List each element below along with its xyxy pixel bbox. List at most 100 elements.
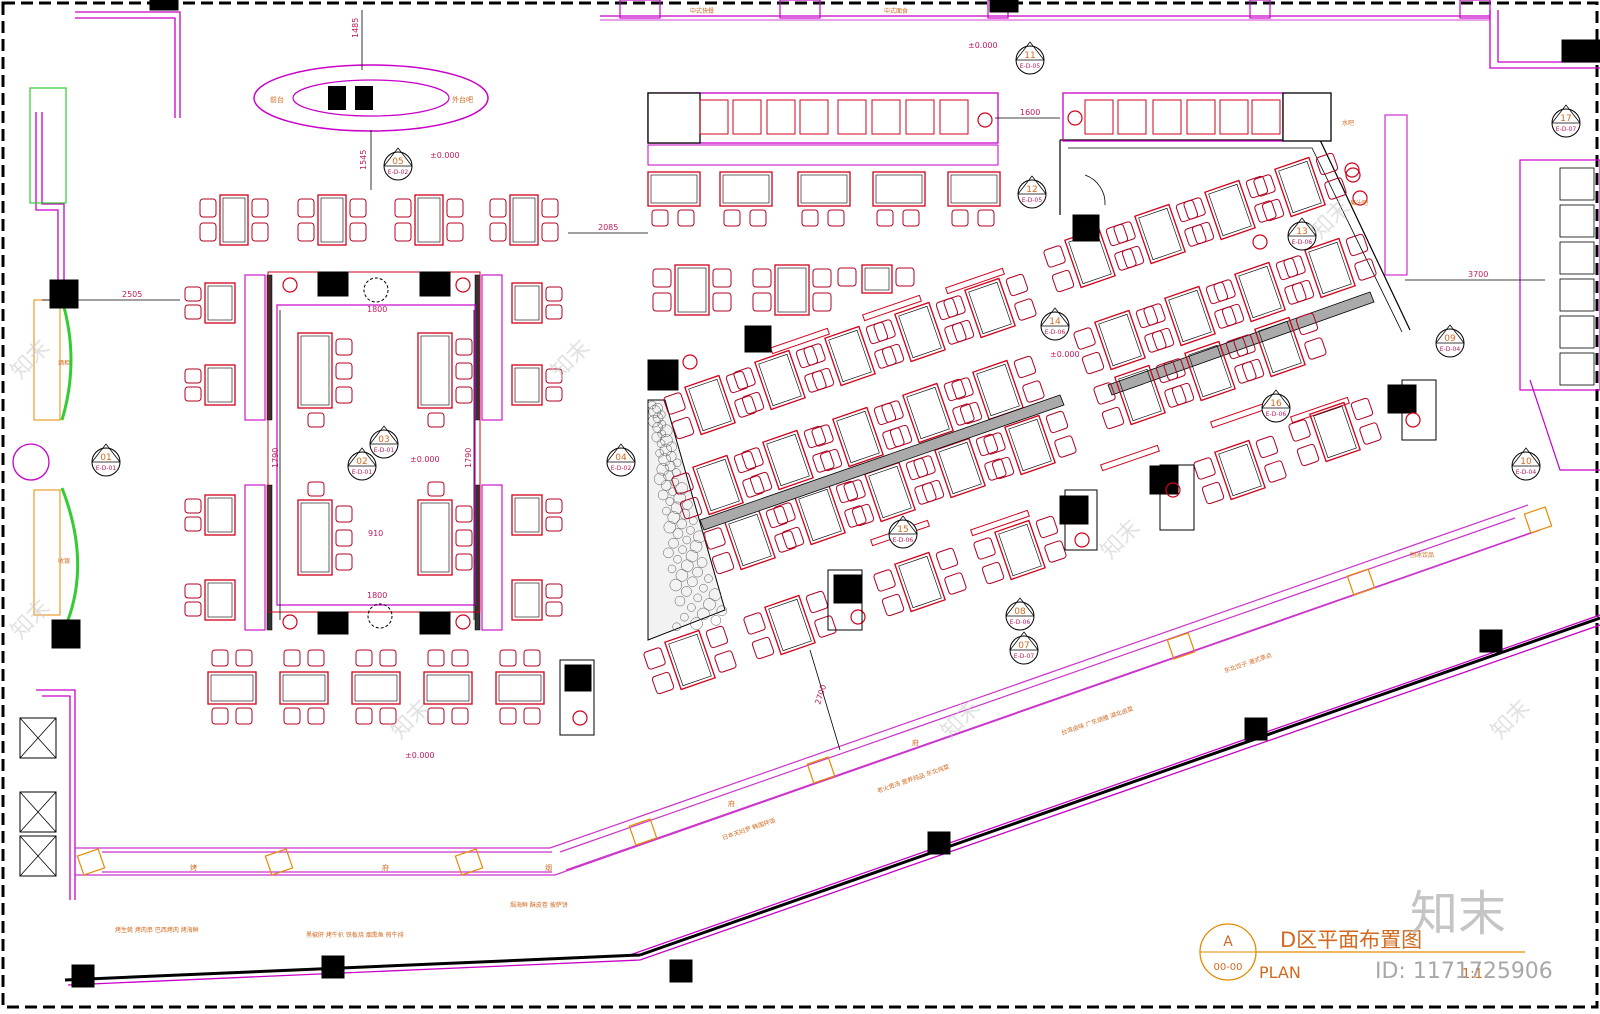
callout-ref: E-D-04: [1440, 346, 1461, 353]
dining-chair: [1296, 443, 1320, 467]
counter-cell: [1251, 99, 1281, 135]
booth-divider: [266, 484, 273, 631]
dining-table: [861, 264, 893, 294]
dining-table: [774, 264, 810, 316]
dining-chair: [235, 649, 253, 667]
callout-number: 03: [378, 435, 389, 445]
dining-chair: [335, 553, 353, 571]
dim-text: 1790: [271, 448, 280, 468]
corridor-label: 烤: [190, 863, 197, 872]
dining-chair: [844, 505, 867, 528]
dining-chair: [725, 370, 749, 394]
toilet-stall: [1559, 352, 1595, 386]
dining-chair: [677, 209, 695, 227]
bench-bar: [1210, 401, 1270, 429]
equipment-icon: [455, 614, 471, 630]
callout-arrow: [888, 515, 918, 535]
dining-chair: [795, 345, 819, 369]
pebble: [690, 617, 703, 630]
dining-chair: [545, 368, 563, 384]
dining-chair: [951, 377, 974, 400]
dining-chair: [1191, 221, 1215, 245]
dining-table: [688, 378, 732, 432]
pebble: [672, 458, 682, 468]
dining-chair: [335, 529, 353, 547]
corridor-post: [1523, 506, 1553, 534]
dining-table: [938, 441, 982, 495]
dining-table: [1184, 340, 1236, 402]
dining-chair: [184, 601, 202, 617]
dining-chair: [455, 529, 473, 547]
callout-ref: E-D-06: [1292, 239, 1313, 246]
wall-line: [75, 17, 176, 118]
dining-chair: [803, 425, 827, 449]
pebble: [667, 564, 677, 574]
dining-table: [420, 502, 450, 573]
pebble: [703, 598, 716, 611]
dining-table: [1164, 285, 1216, 347]
dining-chair: [671, 416, 695, 440]
pebble: [704, 574, 713, 583]
dining-chair: [749, 471, 773, 495]
pebble: [692, 566, 703, 578]
dining-table: [514, 497, 540, 533]
dining-chair: [349, 198, 367, 218]
title-block: A 00-00 D区平面布置图 PLAN 1:1: [1199, 923, 1525, 982]
top-wall-segment: [779, 0, 821, 19]
dining-chair: [913, 455, 936, 478]
dim-text: 1800: [367, 305, 387, 314]
dining-table: [832, 406, 884, 468]
dining-chair: [1151, 327, 1175, 351]
dining-table: [1274, 156, 1326, 218]
pebble: [682, 535, 692, 545]
dish-list: 台湾卤味 广东烧腊 湖北卤菜: [1060, 705, 1134, 737]
callout-marker: 14E-D-06: [1040, 307, 1070, 341]
dining-chair: [1022, 380, 1045, 403]
dining-chair: [882, 427, 905, 450]
dining-chair: [446, 198, 464, 218]
dining-table: [417, 332, 453, 409]
dining-table: [1214, 439, 1266, 501]
column-block: [317, 271, 349, 297]
dining-table: [875, 174, 923, 204]
dining-table: [647, 171, 701, 207]
equipment-icon: [282, 277, 298, 293]
bench-bar: [1100, 444, 1160, 472]
dining-table: [872, 171, 926, 207]
dining-table: [423, 671, 473, 705]
corridor-post: [806, 756, 836, 784]
dining-chair: [774, 530, 797, 553]
dining-chair: [723, 209, 741, 227]
callout-arrow: [1040, 307, 1070, 327]
pebble: [665, 451, 677, 462]
dining-table: [836, 410, 880, 464]
dining-table: [1278, 160, 1322, 214]
dining-chair: [804, 370, 827, 393]
dining-chair: [741, 447, 764, 470]
pebble: [680, 612, 689, 622]
booth-divider: [481, 274, 503, 421]
column-block: [647, 359, 679, 391]
dining-chair: [663, 392, 686, 415]
dining-chair: [712, 292, 732, 312]
dining-chair: [752, 268, 772, 288]
dining-table: [420, 335, 450, 406]
dining-chair: [335, 338, 353, 356]
dining-chair: [184, 286, 202, 302]
dining-chair: [349, 222, 367, 242]
dining-chair: [734, 395, 757, 418]
callout-arrow: [1511, 447, 1541, 467]
callout-marker: 03E-D-01: [369, 425, 399, 459]
dining-chair: [451, 649, 469, 667]
dining-chair: [712, 268, 732, 288]
pebble: [678, 545, 687, 554]
callout-marker: 01E-D-01: [91, 443, 121, 477]
dining-chair: [1081, 351, 1105, 375]
dim-text: 1790: [464, 448, 473, 468]
wall-line: [75, 11, 181, 118]
callout-ref: E-D-01: [374, 447, 395, 454]
pebble: [672, 528, 684, 539]
dining-chair: [499, 649, 517, 667]
dining-chair: [455, 386, 473, 404]
dining-table: [207, 671, 257, 705]
